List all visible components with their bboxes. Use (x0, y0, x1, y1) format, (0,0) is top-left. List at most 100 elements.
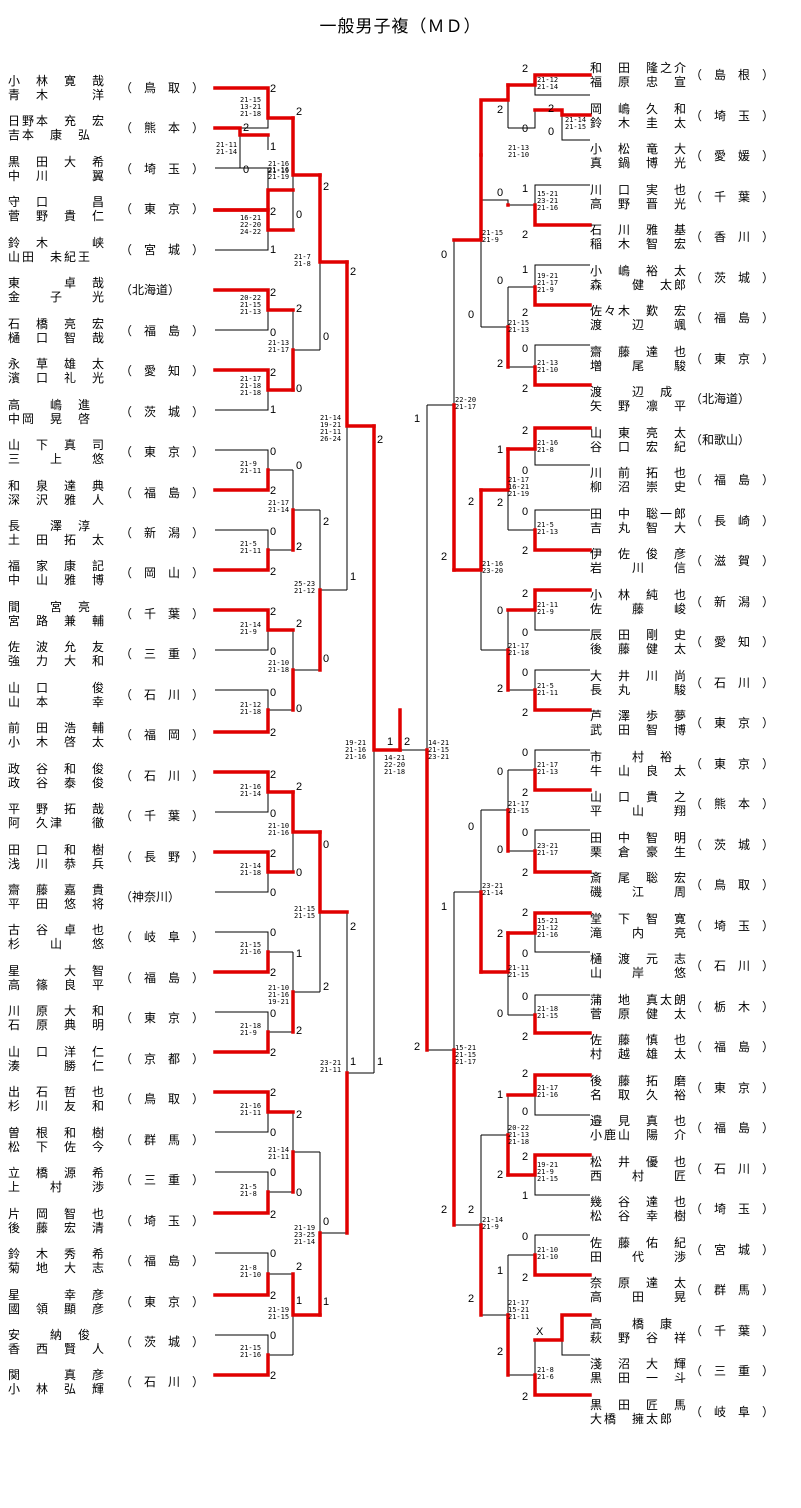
prefecture-label: （ 新 潟 ） (690, 594, 775, 609)
entry-right: 高 橋 康萩 野 谷 祥（ 千 葉 ） (590, 1317, 795, 1347)
entry-left: 福 家 康 記中 山 雅 博（ 岡 山 ） (8, 559, 213, 589)
round-score: 0 (441, 249, 447, 261)
entry-right: 岡 嶋 久 和鈴 木 圭 太（ 埼 玉 ） (590, 102, 795, 132)
prefecture-label: （ 福 岡 ） (120, 728, 205, 743)
bracket-line (215, 630, 269, 651)
prefecture-label: （ 茨 城 ） (690, 270, 775, 285)
game-score: 21-9 (482, 236, 499, 244)
winner-path-line (291, 790, 322, 834)
game-score: 21-14 (320, 414, 341, 422)
entry-left: 齋 藤 嘉 貴平 田 悠 将（神奈川） (8, 883, 213, 913)
prefecture-label: （ 島 根 ） (690, 68, 775, 82)
player-name: 佐 波 允 友 (8, 640, 107, 655)
entry-left: 山 下 真 司三 上 悠（ 東 京 ） (8, 438, 213, 468)
prefecture-label: （ 宮 城 ） (690, 1242, 775, 1257)
prefecture-label: （ 熊 本 ） (690, 797, 775, 811)
game-score: 14-21 (384, 754, 405, 762)
winner-path-line (213, 1190, 270, 1215)
player-name: 鈴 木 秀 希 (8, 1247, 107, 1262)
player-name: 平 田 悠 将 (8, 897, 107, 911)
round-score: 2 (296, 1261, 302, 1273)
round-score: 2 (323, 981, 329, 993)
entry-left: 曽 根 和 樹松 下 佐 今（ 群 馬 ） (8, 1126, 213, 1156)
entry-left: 安 納 俊香 西 賢 人（ 茨 城 ） (8, 1328, 213, 1358)
prefecture-label: （ 東 京 ） (690, 1080, 775, 1095)
winner-path-line (506, 73, 592, 87)
round-score: 2 (468, 496, 474, 508)
winner-path-line (533, 203, 592, 227)
prefecture-label: （ 群 馬 ） (120, 1132, 205, 1147)
player-name: 佐 藤 峻 (590, 601, 689, 616)
prefecture-label: （ 鳥 取 ） (120, 1092, 205, 1107)
round-score: 2 (522, 1151, 528, 1163)
entry-left: 永 草 雄 太濱 口 礼 光（ 愛 知 ） (8, 357, 213, 387)
prefecture-label: （ 千 葉 ） (120, 809, 205, 824)
round-score: 2 (270, 367, 276, 379)
prefecture-label: （ 愛 知 ） (120, 364, 205, 379)
game-score: 21-17 (537, 849, 558, 857)
player-name: 青 木 洋 (8, 88, 107, 102)
round-score: 2 (270, 206, 276, 218)
round-score: 2 (522, 707, 528, 719)
game-score: 21-15 (240, 1344, 261, 1352)
round-score: 0 (243, 164, 249, 176)
winner-path-line (533, 688, 592, 712)
game-score: 21-16 (268, 829, 289, 837)
player-name: 高 野 晋 光 (590, 196, 689, 211)
player-name: 牛 山 良 太 (590, 763, 689, 778)
round-score: 2 (522, 588, 528, 600)
bracket-line (481, 1095, 509, 1136)
player-name: 吉 丸 智 大 (590, 520, 689, 535)
prefecture-label: （北海道） (120, 283, 181, 298)
bracket-line (215, 310, 269, 331)
round-score: 2 (296, 541, 302, 553)
round-score: 0 (270, 1167, 276, 1179)
entry-left: 和 泉 達 典深 沢 雅 人（ 福 島 ） (8, 479, 213, 509)
game-score: 21-17 (240, 375, 261, 383)
round-score: 1 (522, 183, 528, 195)
game-score: 21-18 (384, 768, 405, 776)
player-name: 堂 下 智 寛 (590, 911, 689, 926)
winner-path-line (479, 83, 510, 157)
round-score: 0 (522, 991, 528, 1003)
game-score: 21-18 (268, 666, 289, 674)
winner-path-line (213, 1090, 295, 1114)
round-score: 2 (497, 1169, 503, 1181)
entry-right: 堂 下 智 寛滝 内 亮（ 埼 玉 ） (590, 912, 795, 942)
round-score: 0 (270, 526, 276, 538)
game-score: 23-21 (537, 842, 558, 850)
round-score: 1 (350, 1056, 356, 1068)
game-score: 21-12 (537, 76, 558, 84)
round-score: 2 (522, 1391, 528, 1403)
round-score: 0 (522, 948, 528, 960)
round-score: 2 (270, 848, 276, 860)
round-score: 2 (270, 1290, 276, 1302)
bracket-line (400, 405, 428, 751)
entry-right: 伊 佐 俊 彦岩 川 信（ 滋 賀 ） (590, 547, 795, 577)
bracket-line (508, 1340, 536, 1376)
winner-path-line (213, 850, 295, 874)
player-name: 西 村 匠 (590, 1168, 689, 1183)
game-score: 21-5 (240, 540, 257, 548)
entry-left: 東 卓 哉金 子 光（北海道） (8, 276, 213, 306)
game-score: 21-5 (537, 521, 554, 529)
player-name: 田 代 渉 (590, 1249, 689, 1264)
player-name: 真 鍋 博 光 (590, 156, 689, 170)
game-score: 23-21 (537, 197, 558, 205)
entry-right: 齋 藤 達 也増 尾 駿（ 東 京 ） (590, 345, 795, 375)
winner-path-line (452, 153, 483, 242)
prefecture-label: （ 千 葉 ） (120, 606, 205, 621)
game-score: 21-12 (294, 587, 315, 595)
entry-right: 市 村 裕牛 山 良 太（ 東 京 ） (590, 750, 795, 780)
prefecture-label: （ 東 京 ） (120, 1011, 205, 1026)
prefecture-label: （ 茨 城 ） (120, 404, 205, 419)
player-name: 平 野 拓 哉 (8, 802, 107, 817)
player-name: 日野本 充 宏 (8, 114, 107, 129)
round-score: 2 (270, 769, 276, 781)
entry-right: 大 井 川 尚長 丸 駿（ 石 川 ） (590, 669, 795, 699)
game-score: 23-21 (320, 1059, 341, 1067)
round-score: 0 (497, 844, 503, 856)
entry-right: 川 前 拓 也柳 沼 崇 史（ 福 島 ） (590, 466, 795, 496)
player-name: 滝 内 亮 (590, 925, 689, 940)
round-score: 2 (522, 383, 528, 395)
